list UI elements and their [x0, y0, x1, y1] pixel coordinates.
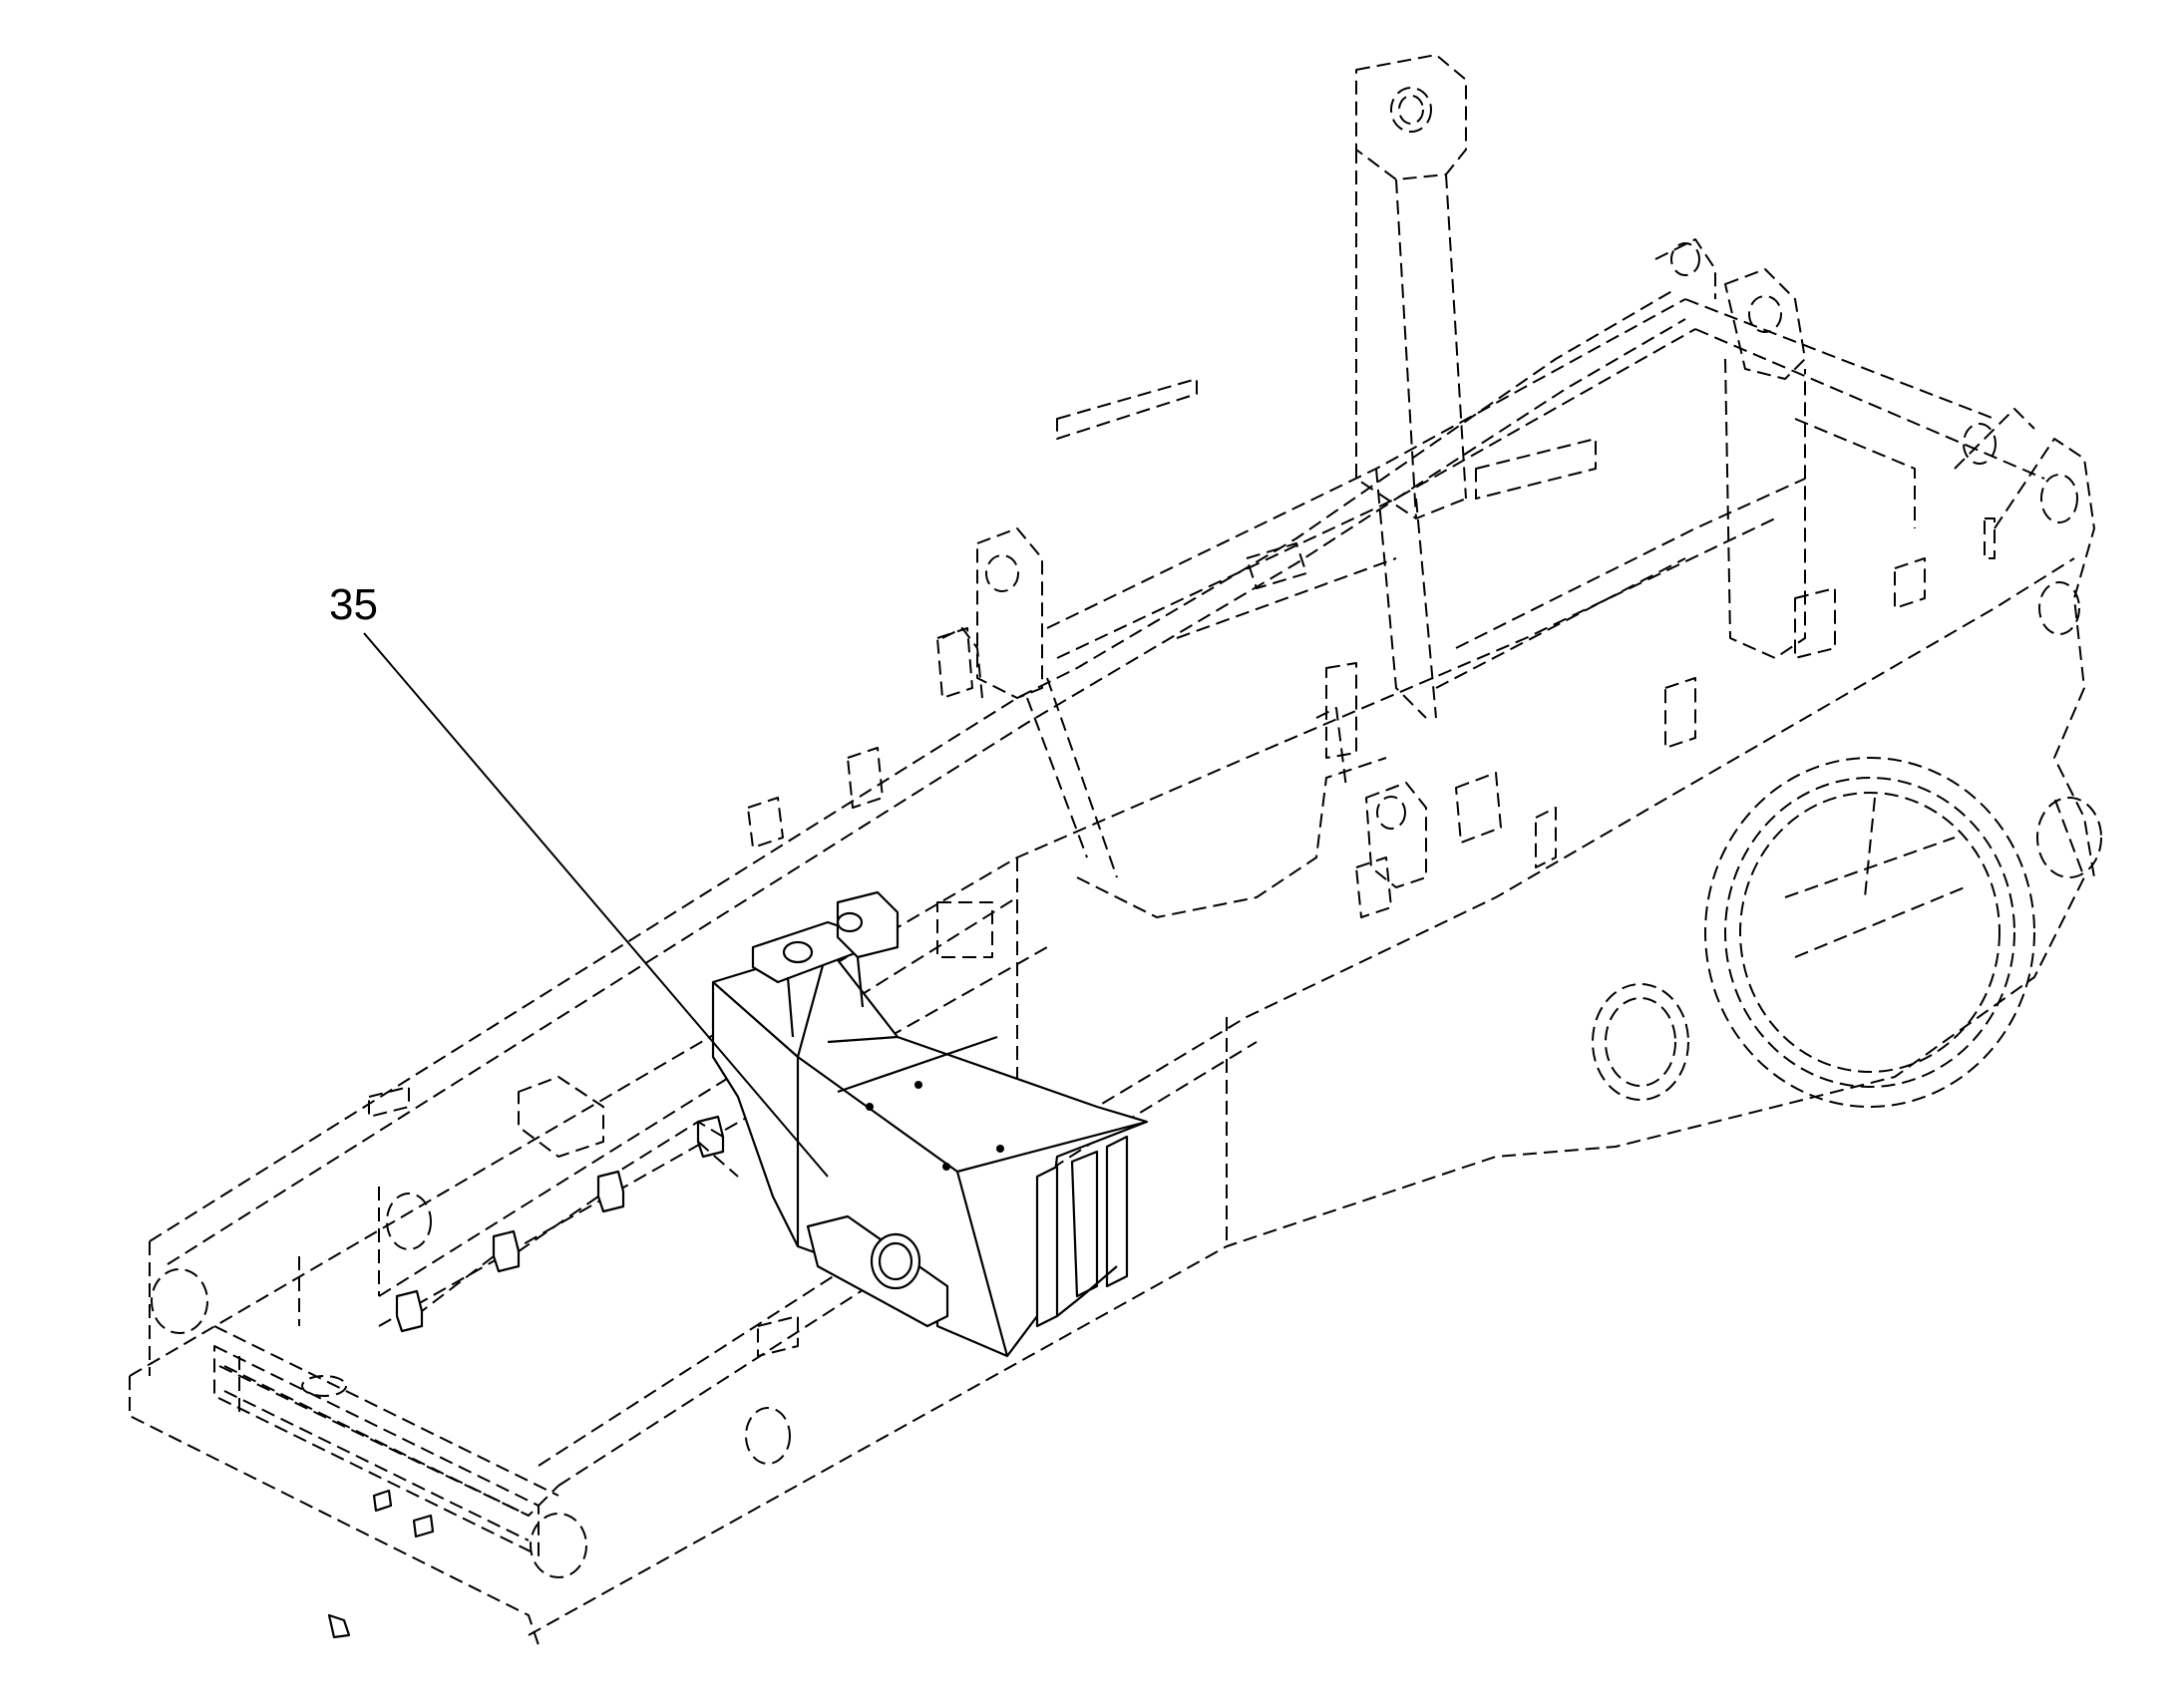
pads-hidden-lines: [518, 438, 1597, 1158]
right-upright-hidden-lines: [1654, 238, 1806, 659]
main-frame-hidden-lines: [129, 288, 2095, 1646]
pad-connector-hidden-lines: [421, 1121, 739, 1312]
rail-tabs-hidden-lines: [368, 378, 1996, 1357]
upright-tower-hidden-lines: [1355, 54, 1467, 519]
left-lug-hidden-lines: [941, 527, 1043, 699]
callout-leader-line: [363, 632, 829, 1178]
slew-ring-hidden-lines: [1704, 757, 2035, 1108]
callout-label-35: 35: [329, 580, 378, 629]
part-35-bracket: [711, 890, 1149, 1358]
middle-lug-hidden-lines: [1315, 707, 1427, 888]
boss-rings-hidden-lines: [151, 423, 2102, 1578]
